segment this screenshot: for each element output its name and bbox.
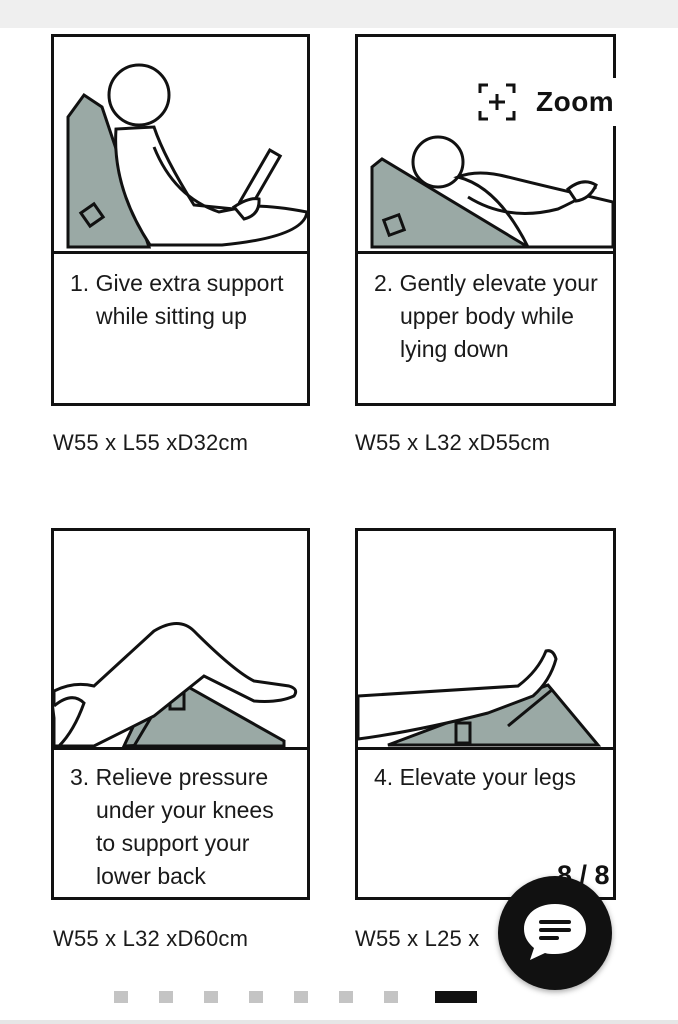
bottom-bar — [0, 1020, 678, 1024]
illustration-knee-support — [54, 531, 307, 750]
illustration-leg-elevation — [358, 531, 613, 750]
zoom-button[interactable]: Zoom — [476, 78, 636, 126]
usage-card-sitting: 1. Give extra support while sitting up — [51, 34, 310, 406]
pagination-dot-8-active[interactable] — [435, 991, 477, 1003]
zoom-expand-icon — [478, 83, 516, 121]
illustration-lying-down — [358, 37, 613, 254]
card-caption: 3. Relieve pressure under your knees to … — [70, 764, 274, 889]
leg-wedge-icon — [358, 649, 602, 747]
usage-card-lying: 2. Gently elevate your upper body while … — [355, 34, 616, 406]
card-caption: 4. Elevate your legs — [374, 764, 577, 790]
card-caption: 1. Give extra support while sitting up — [70, 270, 284, 329]
zoom-label: Zoom — [536, 86, 615, 117]
card-dimensions: W55 x L32 xD55cm — [355, 430, 551, 455]
lying-figure-icon — [370, 135, 613, 249]
pagination-dot-7[interactable] — [384, 991, 398, 1003]
usage-card-knees: 3. Relieve pressure under your knees to … — [51, 528, 310, 900]
chat-button[interactable] — [498, 876, 612, 990]
top-bar — [0, 0, 678, 28]
card-dimensions: W55 x L32 xD60cm — [53, 926, 249, 951]
pagination-dot-6[interactable] — [339, 991, 353, 1003]
sitting-figure-icon — [66, 63, 307, 249]
chat-bubble-icon — [524, 904, 586, 960]
pagination-dot-5[interactable] — [294, 991, 308, 1003]
card-caption: 2. Gently elevate your upper body while … — [374, 270, 598, 362]
pagination-dot-1[interactable] — [114, 991, 128, 1003]
carousel-pagination — [114, 991, 477, 1003]
knee-wedge-icon — [54, 622, 298, 747]
usage-card-legs: 4. Elevate your legs — [355, 528, 616, 900]
card-dimensions: W55 x L25 x — [355, 926, 480, 951]
pagination-dot-4[interactable] — [249, 991, 263, 1003]
pagination-dot-3[interactable] — [204, 991, 218, 1003]
pagination-dot-2[interactable] — [159, 991, 173, 1003]
illustration-sitting-up — [54, 37, 307, 254]
card-dimensions: W55 x L55 xD32cm — [53, 430, 249, 455]
